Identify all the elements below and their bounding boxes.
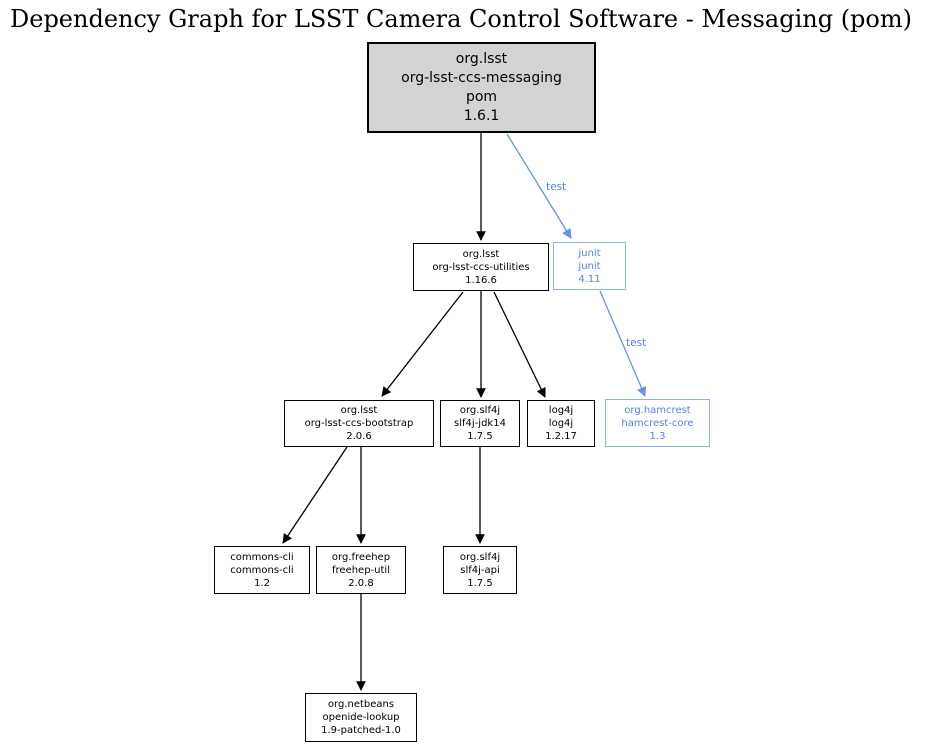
- node-commons-cli: commons-cli commons-cli 1.2: [214, 546, 310, 594]
- page-title: Dependency Graph for LSST Camera Control…: [10, 5, 912, 33]
- node-hamcrest-core: org.hamcrest hamcrest-core 1.3: [605, 399, 710, 447]
- node-version: 4.11: [578, 273, 601, 285]
- node-org-lsst-ccs-utilities: org.lsst org-lsst-ccs-utilities 1.16.6: [413, 243, 549, 291]
- node-slf4j-jdk14: org.slf4j slf4j-jdk14 1.7.5: [440, 400, 520, 447]
- node-group-id: org.lsst: [340, 405, 378, 416]
- node-artifact-id: slf4j-jdk14: [454, 418, 506, 429]
- edge-utilities-bootstrap: [381, 291, 464, 397]
- node-log4j: log4j log4j 1.2.17: [527, 400, 595, 447]
- node-artifact-id: org-lsst-ccs-utilities: [432, 261, 530, 273]
- edge-label-test-2: test: [626, 337, 646, 349]
- node-artifact-id: slf4j-api: [460, 564, 500, 576]
- node-artifact-id: org-lsst-ccs-messaging: [401, 69, 562, 86]
- node-artifact-id: openide-lookup: [322, 712, 400, 723]
- node-version: 1.9-patched-1.0: [321, 725, 401, 736]
- edge-label-test-1: test: [546, 181, 566, 193]
- node-freehep-util: org.freehep freehep-util 2.0.8: [316, 546, 406, 594]
- node-version: 1.7.5: [467, 431, 493, 442]
- node-version: 2.0.8: [348, 577, 374, 589]
- edge-bootstrap-commons-cli: [282, 446, 348, 544]
- node-org-lsst-ccs-messaging: org.lsst org-lsst-ccs-messaging pom 1.6.…: [367, 42, 596, 133]
- node-artifact-id: org-lsst-ccs-bootstrap: [304, 418, 414, 429]
- node-group-id: junit: [578, 247, 601, 259]
- node-version: 2.0.6: [346, 431, 372, 442]
- node-version: 1.2: [254, 577, 270, 589]
- node-version: 1.16.6: [465, 274, 497, 286]
- node-org-lsst-ccs-bootstrap: org.lsst org-lsst-ccs-bootstrap 2.0.6: [284, 400, 434, 447]
- node-version: 1.6.1: [463, 107, 500, 124]
- node-group-id: log4j: [548, 405, 574, 416]
- node-version: 1.3: [649, 430, 666, 442]
- node-group-id: org.lsst: [462, 248, 500, 260]
- node-artifact-id: freehep-util: [332, 564, 390, 576]
- node-artifact-id: log4j: [548, 418, 574, 429]
- node-group-id: org.freehep: [331, 551, 391, 563]
- node-group-id: org.lsst: [455, 50, 508, 67]
- edge-messaging-junit: [506, 133, 572, 239]
- node-slf4j-api: org.slf4j slf4j-api 1.7.5: [443, 546, 517, 594]
- edge-junit-hamcrest: [599, 290, 647, 397]
- node-group-id: org.slf4j: [459, 405, 501, 416]
- node-artifact-id: junit: [578, 260, 601, 272]
- node-version: 1.7.5: [467, 577, 493, 589]
- edge-utilities-log4j: [493, 291, 546, 398]
- node-junit: junit junit 4.11: [553, 242, 626, 290]
- node-openide-lookup: org.netbeans openide-lookup 1.9-patched-…: [305, 693, 417, 742]
- node-artifact-id: commons-cli: [230, 564, 294, 576]
- node-packaging: pom: [465, 88, 498, 105]
- node-group-id: org.netbeans: [327, 699, 395, 710]
- node-group-id: org.hamcrest: [624, 404, 691, 416]
- node-group-id: org.slf4j: [459, 551, 501, 563]
- node-version: 1.2.17: [545, 431, 577, 442]
- node-artifact-id: hamcrest-core: [621, 417, 694, 429]
- node-group-id: commons-cli: [230, 551, 294, 563]
